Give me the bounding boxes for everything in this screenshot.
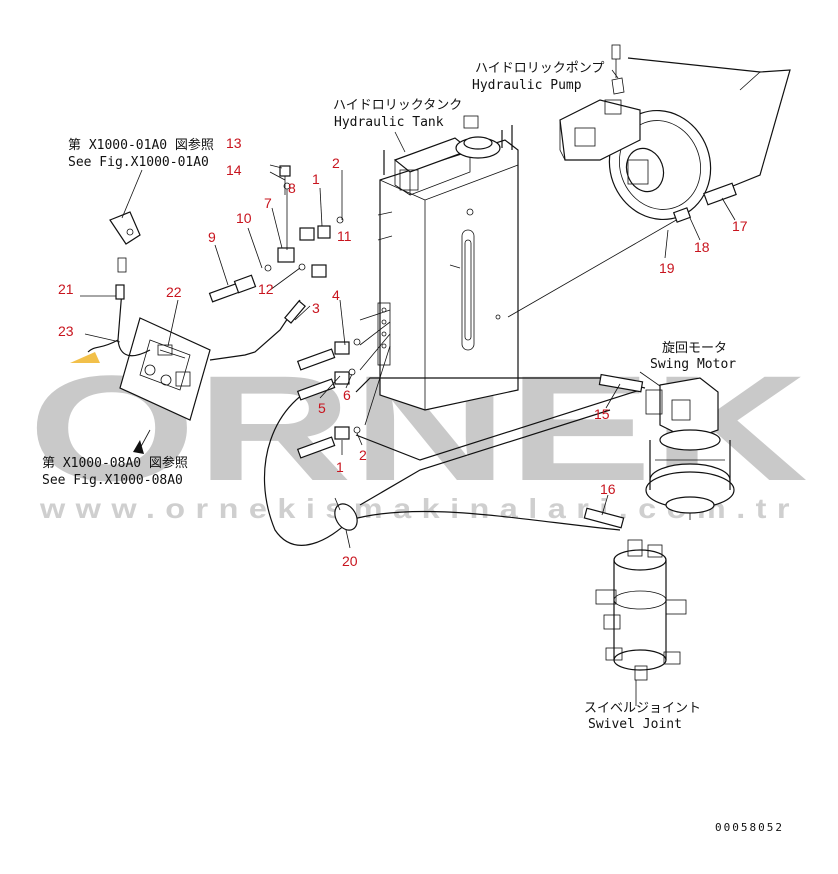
callout-16: 16 <box>600 481 616 497</box>
hydraulic-tank <box>377 115 519 411</box>
pump-label-en: Hydraulic Pump <box>472 78 582 93</box>
callout-12: 12 <box>258 281 274 297</box>
callout-1-bottom: 1 <box>336 459 344 475</box>
swivel-joint-label-en: Swivel Joint <box>588 717 682 732</box>
callout-11: 11 <box>337 228 352 244</box>
callout-23: 23 <box>58 323 74 339</box>
callout-20: 20 <box>342 553 358 569</box>
ref-fig-01a0-jp: 第 X1000-01A0 図参照 <box>68 137 214 153</box>
swing-motor <box>645 377 735 520</box>
callout-13: 13 <box>226 135 242 151</box>
pump-label-jp: ハイドロリックポンプ <box>475 61 604 76</box>
drawing-code: 00058052 <box>715 821 784 834</box>
callout-19: 19 <box>659 260 675 276</box>
component-labels: ハイドロリックポンプ Hydraulic Pump ハイドロリックタンク Hyd… <box>42 61 784 834</box>
callout-3: 3 <box>312 300 320 316</box>
ref-fig-08a0-jp: 第 X1000-08A0 図参照 <box>42 455 188 471</box>
callout-10: 10 <box>236 210 252 226</box>
leader-lines <box>80 69 736 706</box>
tank-label-en: Hydraulic Tank <box>334 115 444 130</box>
callout-6: 6 <box>343 387 351 403</box>
callout-2-bottom: 2 <box>359 447 367 463</box>
hose-lines <box>87 57 791 546</box>
arrow-icon <box>133 440 144 454</box>
watermark-accent-icon <box>70 352 100 363</box>
callout-9: 9 <box>208 229 216 245</box>
bracket <box>109 211 141 273</box>
solenoid-valve-block <box>119 317 211 421</box>
swing-motor-label-en: Swing Motor <box>650 357 736 372</box>
callout-4: 4 <box>332 287 340 303</box>
callout-18: 18 <box>694 239 710 255</box>
hydraulic-pump <box>559 44 712 221</box>
callout-14: 14 <box>226 162 242 178</box>
callout-21: 21 <box>58 281 74 297</box>
callout-2-top: 2 <box>332 155 340 171</box>
part-callouts: 1 2 3 4 5 6 7 8 9 10 11 12 13 14 15 16 1… <box>58 135 748 569</box>
callout-1-top: 1 <box>312 171 320 187</box>
ref-fig-08a0-en: See Fig.X1000-08A0 <box>42 473 183 488</box>
callout-17: 17 <box>732 218 748 234</box>
swing-motor-label-jp: 旋回モータ <box>662 341 727 356</box>
swivel-joint-label-jp: スイベルジョイント <box>584 701 701 716</box>
callout-7: 7 <box>264 195 272 211</box>
ref-fig-01a0-en: See Fig.X1000-01A0 <box>68 155 209 170</box>
callout-22: 22 <box>166 284 182 300</box>
callout-5: 5 <box>318 400 326 416</box>
callout-15: 15 <box>594 406 610 422</box>
tank-label-jp: ハイドロリックタンク <box>333 98 462 113</box>
callout-8: 8 <box>288 180 296 196</box>
swivel-joint <box>595 539 687 681</box>
